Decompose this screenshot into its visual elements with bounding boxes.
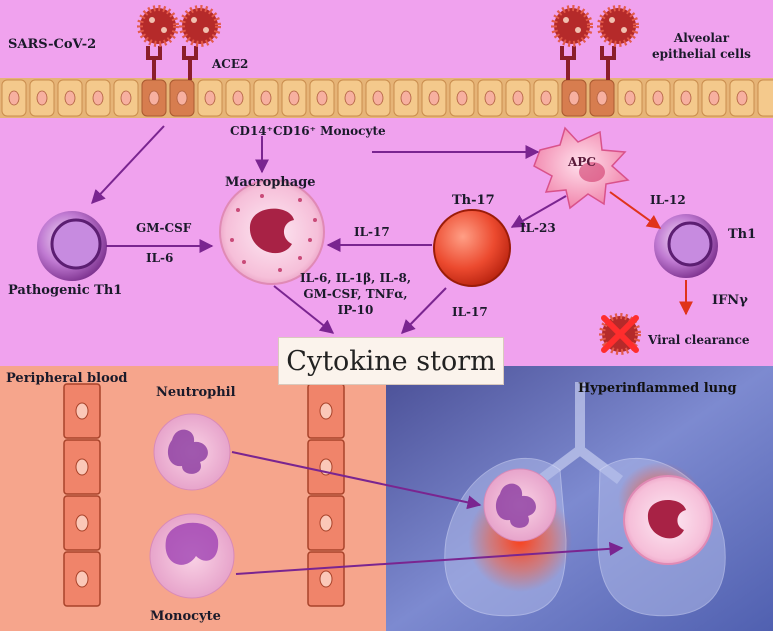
ace2-receptors — [146, 46, 616, 80]
neutrophil-label: Neutrophil — [156, 385, 236, 400]
peripheral-blood-panel — [0, 366, 386, 631]
pathogenic-th1-label: Pathogenic Th1 — [8, 283, 123, 298]
lung-macrophage-cell — [623, 475, 713, 565]
apc-label: APC — [568, 155, 596, 169]
monocyte-cell — [149, 513, 235, 599]
monocyte-label: Monocyte — [150, 609, 221, 624]
cytokine-storm-label: Cytokine storm — [286, 345, 496, 377]
virus-icon — [137, 5, 639, 47]
viral-clearance-icon — [599, 313, 641, 355]
lung-neutrophil-cell — [483, 468, 557, 542]
th17-label: Th-17 — [452, 193, 495, 208]
migration-arrows — [231, 451, 624, 575]
hyperinflamed-lung-label: Hyperinflammed lung — [578, 381, 737, 396]
il-17-right-label: IL-17 — [452, 305, 488, 319]
il-6-label: IL-6 — [146, 251, 174, 265]
ifn-gamma-label: IFNγ — [712, 293, 748, 308]
gm-csf-label: GM-CSF — [136, 221, 192, 235]
pathogenic-th1-cell — [37, 211, 107, 281]
hyperinflamed-lung-panel — [386, 366, 773, 631]
peripheral-blood-label: Peripheral blood — [6, 371, 128, 386]
viral-clearance-label: Viral clearance — [648, 333, 750, 347]
epithelial-layer — [0, 78, 773, 118]
th1-label: Th1 — [728, 227, 757, 242]
macrophage-cell — [219, 179, 325, 285]
th1-cell — [654, 214, 718, 278]
arrows — [91, 125, 693, 335]
il-17-left-label: IL-17 — [354, 225, 390, 239]
monocyte-type-label: CD14⁺CD16⁺ Monocyte — [230, 124, 386, 138]
cytokine-list-label: IL-6, IL-1β, IL-8, GM-CSF, TNFα, IP-10 — [300, 271, 411, 318]
ace2-label: ACE2 — [212, 57, 249, 71]
il-12-label: IL-12 — [650, 193, 686, 207]
th17-cell — [433, 209, 511, 287]
cytokine-storm-box: Cytokine storm — [278, 337, 504, 385]
macrophage-label: Macrophage — [225, 175, 316, 190]
neutrophil-cell — [153, 413, 231, 491]
alveolar-epithelial-label: Alveolar epithelial cells — [652, 31, 751, 62]
il-23-label: IL-23 — [520, 221, 556, 235]
sars-cov-2-label: SARS-CoV-2 — [8, 37, 97, 52]
apc-cell — [533, 126, 630, 210]
